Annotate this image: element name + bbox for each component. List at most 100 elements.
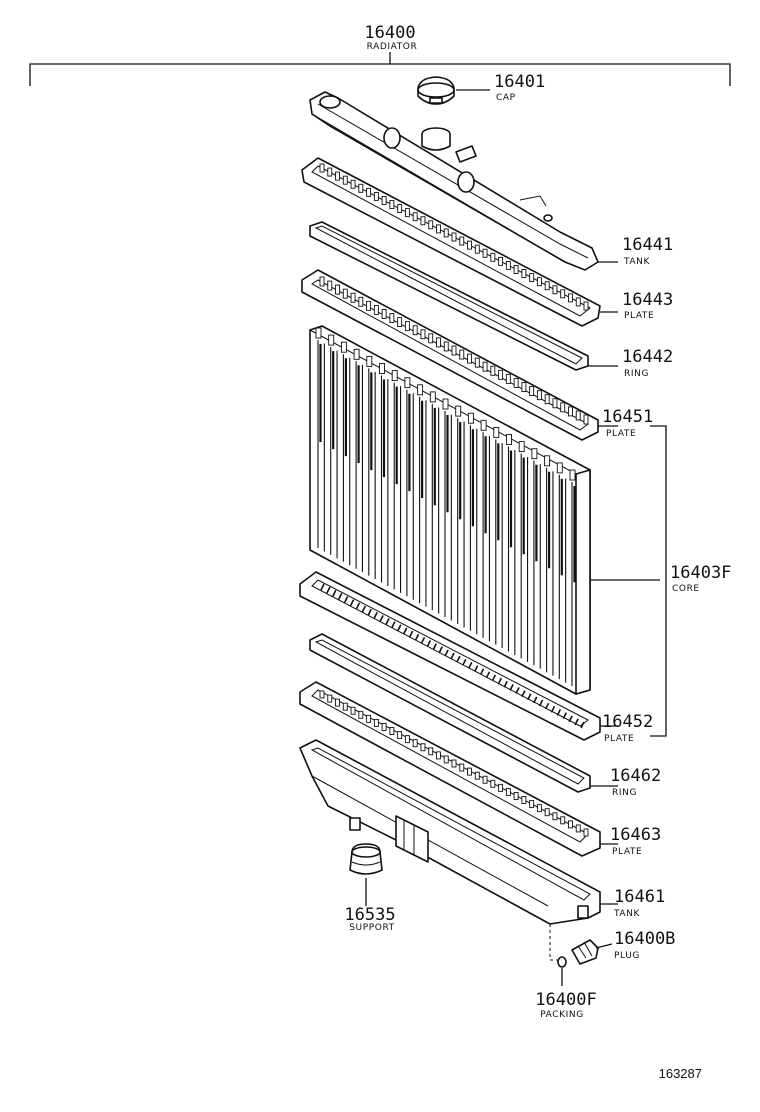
plate-tooth [350,706,356,715]
packing-label: PACKING [540,1010,584,1020]
radiator-cap[interactable] [417,76,455,105]
upper-tank-label: TANK [623,257,650,267]
plate-slot [338,593,343,600]
core-top-plate-number: 16451 [602,407,653,427]
lower-tank[interactable] [299,739,601,925]
plate-tooth [521,796,527,804]
plate-slot [509,684,514,691]
plate-slot [479,668,485,676]
plate-tooth [327,280,333,291]
plate-tooth [544,394,550,405]
lower-ring-label: RING [612,788,637,798]
plate-tooth [420,329,426,340]
assembly-label: RADIATOR [367,42,418,52]
plate-slot [373,611,378,619]
plate-slot [468,662,473,669]
plate-tooth [552,812,558,821]
plate-tooth [498,256,504,266]
upper-plate-number: 16443 [622,290,673,310]
plate-tooth [404,735,410,744]
plate-slot [361,605,367,613]
core-tube-header [531,448,538,460]
core-tube-header [379,363,385,374]
core-label: CORE [672,584,700,594]
drain-plug[interactable] [571,939,599,965]
core-tube-header [556,462,563,474]
upper-tank[interactable] [309,91,599,271]
upper-plate-label: PLATE [624,311,654,321]
core-fins [315,327,576,686]
assembly-header: 16400 RADIATOR [29,23,731,86]
plate-slot [550,705,556,713]
core-tube-header [315,327,322,339]
plate-slot [544,702,550,710]
support-label: SUPPORT [349,923,395,933]
plate-tooth [583,828,589,837]
plate-slot [326,586,331,594]
upper-plate[interactable] [301,157,601,327]
plate-tooth [560,289,566,299]
plate-slot [343,596,349,603]
lower-tank-number: 16461 [614,887,665,907]
plate-slot [397,624,402,632]
plate-tooth [428,220,434,230]
plate-tooth [366,300,372,311]
plate-tooth [575,410,581,421]
lower-tank-label: TANK [613,909,640,919]
packing-washer[interactable] [557,956,567,968]
core-bracket [650,425,667,737]
plate-slot [533,696,538,704]
upper-ring-number: 16442 [622,347,673,367]
plate-tooth [327,694,333,703]
core-top-plate[interactable] [301,269,599,441]
plate-slot [503,680,508,688]
plate-slot [408,630,414,638]
plate-slot [379,615,384,622]
core-tube-header [328,334,335,346]
plate-tooth [529,800,535,809]
core-tube-header [455,405,462,417]
core-bottom-plate-slots [320,583,585,729]
core-tube-header [404,377,411,389]
plate-tooth [366,714,372,723]
plate-tooth [529,386,535,397]
plate-tooth [319,163,325,173]
plate-tooth [536,277,542,287]
plate-tooth [459,763,465,772]
plate-tooth [335,284,340,295]
plate-slot [515,687,520,694]
core-tube-header [506,434,512,445]
plate-tooth [358,296,364,307]
radiator-core[interactable] [309,325,591,695]
plate-tooth [521,269,527,278]
core-tube-header [417,384,424,396]
plate-tooth [583,301,589,311]
plate-tooth [560,816,566,825]
core-tube-header [366,355,373,367]
plate-slot [568,715,573,723]
plate-tooth [397,204,403,214]
lower-ring[interactable] [309,633,591,793]
core-tube-header [353,348,360,360]
plate-tooth [436,751,441,760]
plug-number: 16400B [614,929,675,949]
plate-slot [491,674,497,682]
lower-plate-teeth [319,690,589,837]
lower-plate[interactable] [299,681,601,857]
plate-tooth [552,398,558,409]
plate-tooth [335,698,340,707]
plate-tooth [544,808,550,817]
plate-tooth [544,281,550,291]
plate-tooth [568,293,573,303]
plate-tooth [397,731,403,740]
reference-number: 163287 [659,1066,702,1081]
core-bottom-plate[interactable] [299,571,601,741]
lower-ring-number: 16462 [610,766,661,786]
plate-tooth [505,260,511,270]
plate-slot [562,712,567,719]
plate-tooth [327,167,333,177]
plate-slot [432,643,437,650]
upper-ring-label: RING [624,369,649,379]
plate-tooth [467,353,472,364]
rubber-support[interactable] [349,843,383,875]
